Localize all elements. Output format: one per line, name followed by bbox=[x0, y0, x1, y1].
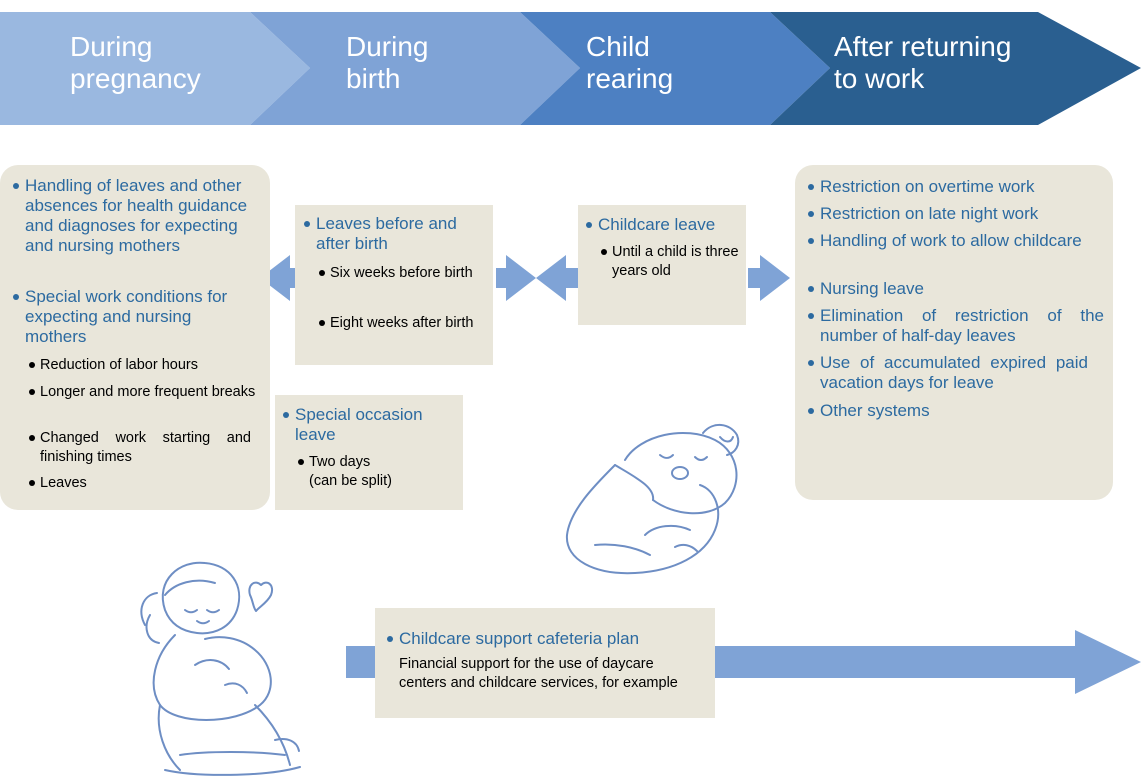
return-item-late-night: Restriction on late night work bbox=[806, 204, 1106, 224]
mother-illustration bbox=[140, 561, 301, 776]
cafeteria-arrow-tail bbox=[346, 646, 376, 678]
special-occasion-box bbox=[275, 395, 463, 510]
return-item-half-day: Elimination of restriction of the number… bbox=[806, 306, 1104, 346]
pregnancy-box bbox=[0, 165, 270, 510]
pregnancy-item-special-conditions: Special work conditions for expecting an… bbox=[11, 287, 256, 347]
return-item-childcare-work: Handling of work to allow childcare bbox=[806, 231, 1091, 251]
birth-sub-before: Six weeks before birth bbox=[318, 264, 484, 283]
pregnancy-sub-breaks: Longer and more frequent breaks bbox=[28, 383, 263, 402]
pregnancy-item-health-guidance: Handling of leaves and other absences fo… bbox=[11, 176, 256, 256]
return-item-overtime: Restriction on overtime work bbox=[806, 177, 1106, 197]
return-box bbox=[795, 165, 1113, 500]
stage-label-birth: During birth bbox=[346, 31, 429, 94]
return-item-vacation: Use of accumulated expired paid vacation… bbox=[806, 353, 1088, 393]
birth-box bbox=[295, 205, 493, 365]
childcare-title: Childcare leave bbox=[584, 215, 744, 235]
arrow-right-from-birth bbox=[496, 255, 536, 301]
pregnancy-sub-working-times: Changed work starting and finishing time… bbox=[28, 429, 251, 467]
special-occasion-title: Special occasion leave bbox=[281, 405, 456, 445]
return-item-nursing: Nursing leave bbox=[806, 279, 1106, 299]
childcare-box bbox=[578, 205, 746, 325]
cafeteria-arrow-head bbox=[715, 630, 1141, 694]
return-item-other: Other systems bbox=[806, 401, 1106, 421]
stage-chevron-rearing bbox=[520, 12, 830, 125]
cafeteria-box bbox=[375, 608, 715, 718]
childcare-sub: Until a child is three years old bbox=[600, 243, 740, 281]
cafeteria-description: Financial support for the use of daycare… bbox=[399, 656, 678, 691]
arrow-left-from-childcare bbox=[536, 255, 578, 301]
stage-chevron-return bbox=[770, 12, 1141, 125]
arrow-right-to-return bbox=[748, 255, 790, 301]
stage-banner bbox=[0, 12, 1141, 125]
stage-label-rearing: Child rearing bbox=[586, 31, 674, 94]
birth-box-title: Leaves before and after birth bbox=[302, 214, 490, 254]
stage-label-return: After returning to work bbox=[834, 31, 1012, 94]
stage-label-pregnancy: During pregnancy bbox=[70, 31, 201, 94]
baby-illustration bbox=[565, 424, 740, 575]
special-occasion-sub: Two days (can be split) bbox=[297, 453, 457, 491]
stage-chevron-birth bbox=[250, 12, 580, 125]
stage-chevron-pregnancy bbox=[0, 12, 310, 125]
pregnancy-sub-leaves: Leaves bbox=[28, 474, 228, 493]
arrow-left-to-pregnancy bbox=[260, 255, 298, 301]
pregnancy-sub-labor-hours: Reduction of labor hours bbox=[28, 356, 263, 375]
cafeteria-title: Childcare support cafeteria plan bbox=[385, 629, 710, 649]
birth-sub-after: Eight weeks after birth bbox=[318, 314, 484, 333]
